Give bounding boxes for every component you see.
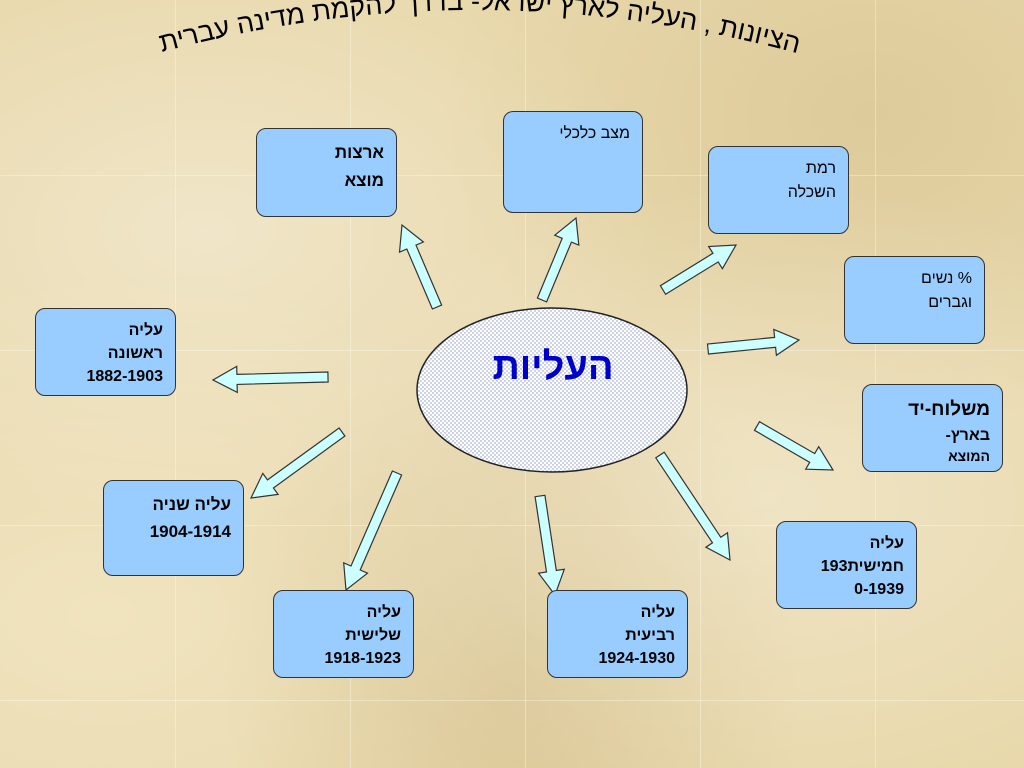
texture-seam — [0, 700, 1024, 701]
box-aliyah-third: עליה שלישית 1918-1923 — [273, 590, 414, 678]
center-label: העליות — [492, 346, 614, 388]
box-line: מצב כלכלי — [559, 125, 630, 142]
box-economic-status: מצב כלכלי — [503, 111, 643, 213]
box-line: משלוח-יד — [908, 399, 990, 420]
texture-seam — [0, 525, 1024, 526]
arrow-to-origin-countries — [398, 223, 443, 310]
box-women-men-percent: % נשים וגברים — [844, 256, 985, 344]
box-line: בארץ- — [945, 427, 990, 445]
box-line: 1924-1930 — [598, 650, 675, 668]
box-aliyah-second: עליה שניה 1904-1914 — [103, 480, 244, 576]
box-line: השכלה — [787, 184, 836, 201]
box-origin-countries: ארצות מוצא — [256, 128, 397, 217]
arrow-to-aliyah-third — [343, 470, 403, 592]
box-aliyah-fifth: עליה חמישית193 0-1939 — [776, 521, 917, 609]
arrow-to-aliyah-fourth — [534, 494, 566, 597]
box-line: עליה — [128, 322, 163, 339]
box-line: ראשונה — [107, 345, 163, 363]
box-line: רמת — [805, 160, 836, 177]
box-line: המוצא — [948, 448, 990, 465]
box-line: עליה — [366, 604, 401, 621]
center-ellipse — [416, 307, 688, 473]
arrow-to-aliyah-second — [249, 427, 346, 499]
box-line: עליה שניה — [152, 495, 231, 514]
arrow-to-aliyah-first — [211, 365, 329, 394]
box-line: % נשים — [921, 270, 972, 287]
box-line: ארצות — [334, 143, 384, 162]
box-line: 0-1939 — [854, 581, 904, 599]
box-line: 1882-1903 — [86, 368, 163, 386]
texture-seam — [700, 0, 701, 768]
arrows-group — [211, 216, 835, 597]
box-line: חמישית193 — [820, 558, 904, 576]
box-aliyah-first: עליה ראשונה 1882-1903 — [35, 308, 176, 396]
arrow-to-economic-status — [536, 216, 580, 303]
texture-seam — [350, 0, 351, 768]
box-line: עליה — [640, 604, 675, 621]
box-line: מוצא — [344, 171, 384, 191]
arrow-to-mission — [753, 420, 835, 471]
box-line: עליה — [869, 535, 904, 552]
arrow-to-aliyah-fifth — [654, 451, 731, 562]
box-line: 1904-1914 — [149, 522, 231, 542]
box-line: 1918-1923 — [324, 650, 401, 668]
box-mission: משלוח-יד בארץ- המוצא — [862, 384, 1003, 472]
box-line: שלישית — [345, 627, 401, 645]
box-aliyah-fourth: עליה רביעית 1924-1930 — [547, 590, 688, 678]
box-line: וגברים — [928, 294, 972, 311]
box-education-level: רמת השכלה — [708, 146, 849, 234]
arrow-to-women-men-percent — [706, 328, 801, 357]
arrow-to-education-level — [659, 244, 738, 296]
slide-title: הציונות , העליה לארץ ישראל- בדרך להקמת מ… — [156, 0, 804, 59]
box-line: רביעית — [625, 627, 675, 645]
